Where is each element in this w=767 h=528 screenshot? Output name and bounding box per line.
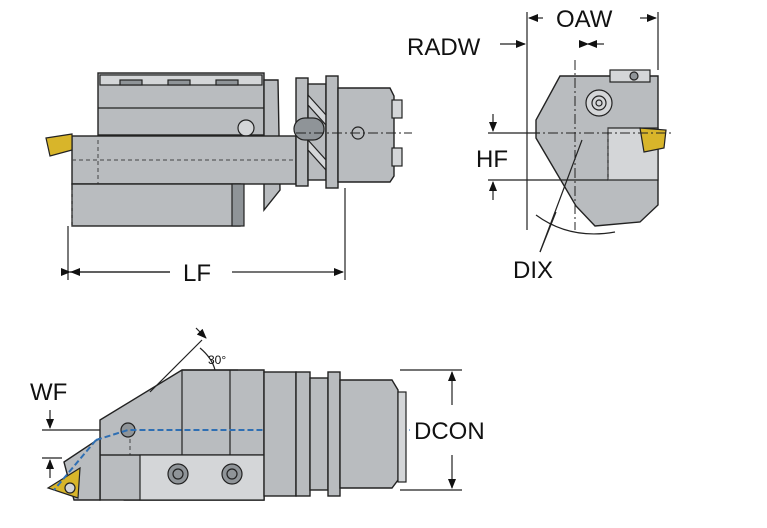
angle-label: 30°	[208, 353, 226, 367]
oaw-label: OAW	[556, 6, 613, 33]
side-view: LF	[45, 72, 412, 287]
front-insert	[639, 127, 667, 153]
top-view: 30° WF DCON	[30, 327, 485, 501]
lf-label: LF	[183, 260, 211, 287]
top-insert	[46, 466, 81, 499]
cutting-insert	[45, 133, 73, 157]
hf-label: HF	[476, 146, 508, 173]
wf-label: WF	[30, 379, 67, 406]
radw-label: RADW	[407, 34, 481, 61]
dcon-label: DCON	[414, 418, 485, 445]
front-view: OAW RADW HF DIX	[407, 6, 672, 284]
dix-label: DIX	[513, 257, 553, 284]
